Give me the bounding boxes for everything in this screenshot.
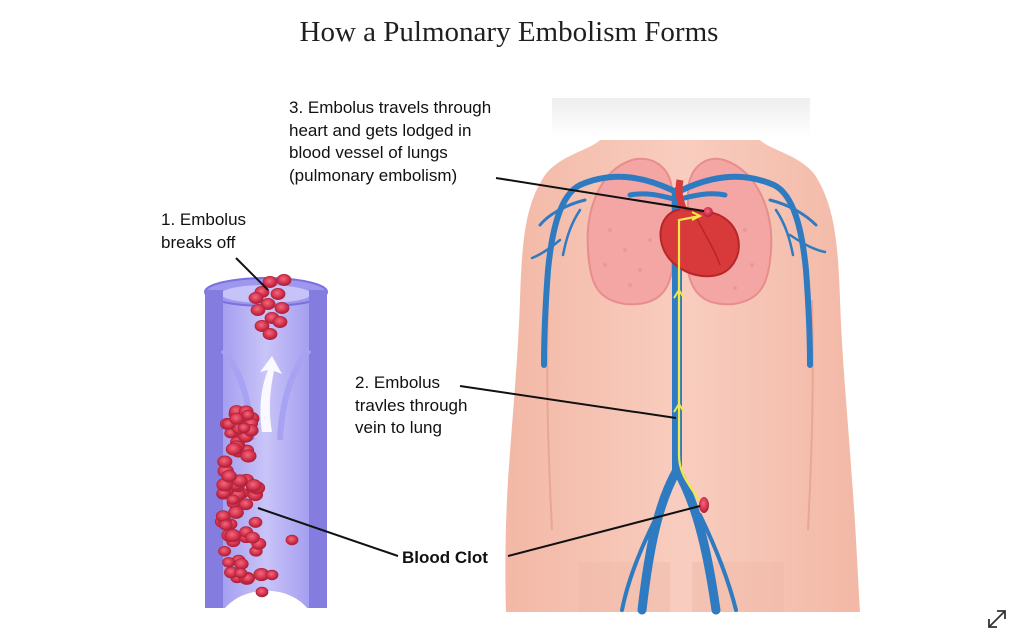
heart xyxy=(659,179,740,278)
expand-icon[interactable] xyxy=(984,606,1010,632)
label-step-3-line-4: (pulmonary embolism) xyxy=(289,165,458,185)
blood-cell xyxy=(272,315,288,328)
blood-cell xyxy=(265,569,279,581)
blood-cell xyxy=(234,558,249,570)
leader-lines xyxy=(235,177,705,557)
label-step-2-line-1: 2. Embolus xyxy=(355,373,441,392)
body-silhouette xyxy=(505,98,860,612)
blood-cell xyxy=(219,519,233,531)
label-step-1-line-1: 1. Embolus xyxy=(161,210,247,229)
label-step-3: 3. Embolus travels through heart and get… xyxy=(289,97,491,187)
blood-cell xyxy=(254,319,270,332)
blood-cell xyxy=(225,442,242,456)
blood-cell xyxy=(245,531,260,544)
blood-cell xyxy=(285,534,299,546)
blood-cell xyxy=(221,469,237,483)
blood-cells xyxy=(214,273,299,598)
blood-cell xyxy=(238,498,254,511)
veins xyxy=(530,173,827,615)
label-step-2-line-2: travles through xyxy=(355,395,468,415)
blood-cell xyxy=(248,516,263,528)
blood-cell xyxy=(248,291,264,304)
lodged-embolus xyxy=(703,207,713,217)
label-step-1: 1. Embolus breaks off xyxy=(161,209,246,254)
blood-cell xyxy=(224,528,242,543)
blood-cell xyxy=(226,494,240,505)
label-step-3-line-3: blood vessel of lungs xyxy=(289,143,448,162)
blood-cell xyxy=(240,449,257,463)
blood-cell xyxy=(260,297,276,310)
blood-cell xyxy=(222,557,236,568)
blood-cell xyxy=(250,303,266,316)
blood-cell xyxy=(245,479,262,492)
label-step-3-line-1: 3. Embolus travels through xyxy=(289,98,492,117)
blood-cell xyxy=(229,412,245,425)
blood-cell xyxy=(237,422,251,434)
blood-cell xyxy=(255,586,269,598)
blood-cell xyxy=(241,409,255,421)
blood-cell xyxy=(274,301,290,314)
embolus-path xyxy=(673,211,703,506)
label-step-2-line-3: vein to lung xyxy=(355,418,442,437)
blood-cell xyxy=(218,545,232,557)
blood-cell xyxy=(234,567,248,579)
label-blood-clot: Blood Clot xyxy=(402,548,488,567)
blood-cell xyxy=(270,287,286,300)
blood-cell xyxy=(217,455,233,468)
page-title: How a Pulmonary Embolism Forms xyxy=(299,16,719,48)
blood-cell xyxy=(262,327,278,340)
label-step-3-line-2: heart and gets lodged in xyxy=(289,120,472,140)
label-step-2: 2. Embolus travles through vein to lung xyxy=(355,372,467,440)
flow-arrow-icon xyxy=(260,356,282,432)
label-step-1-line-2: breaks off xyxy=(161,232,236,252)
blood-cell xyxy=(276,273,292,286)
leg-clot xyxy=(699,497,709,513)
